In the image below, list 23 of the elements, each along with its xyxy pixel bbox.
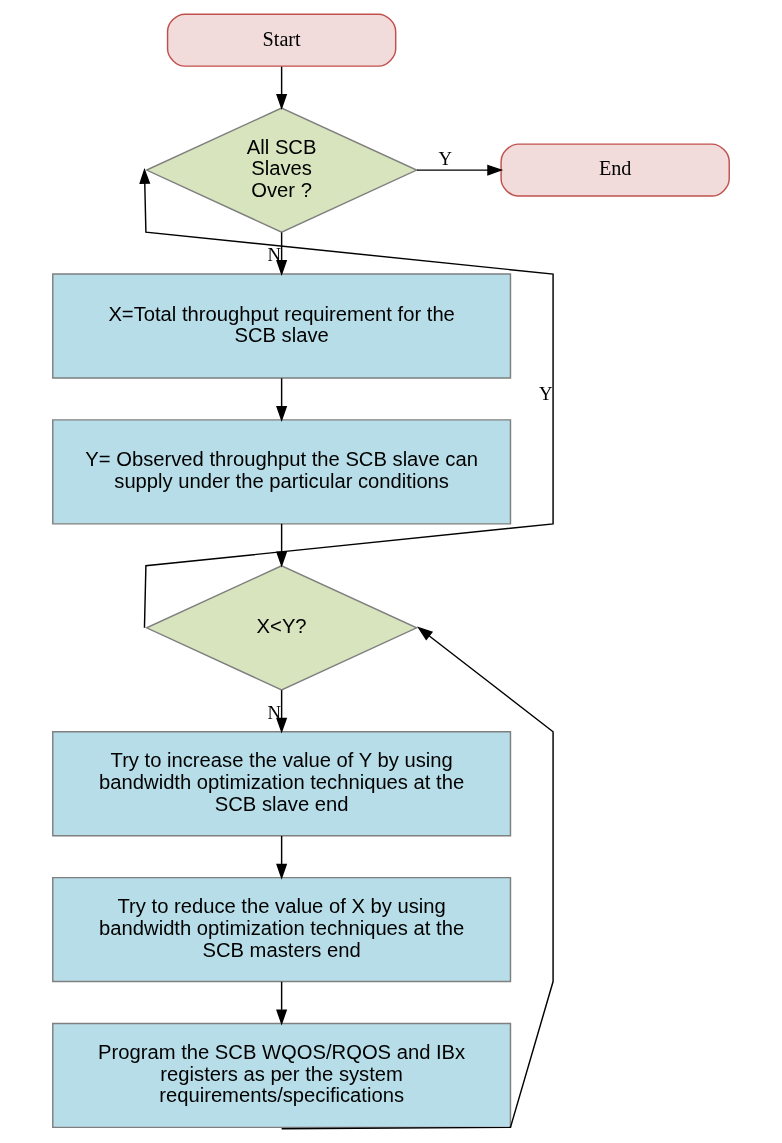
node-box: Try to increase the value of Y by using bandwidth optimization techniques at the SCB slave end: [52, 731, 512, 837]
node-box: Start: [166, 13, 397, 67]
edge-label: N: [267, 702, 282, 724]
node-diamond: All SCB Slaves Over ?: [144, 107, 419, 233]
node-box: X=Total throughput requirement for the SCB slave: [52, 273, 512, 379]
node-box: End: [500, 143, 730, 197]
node-box: Program the SCB WQOS/RQOS and IBx registers as per the system requirements/specifications: [52, 1022, 512, 1129]
arrow: [276, 231, 288, 276]
arrow: [276, 835, 288, 880]
arrow: [276, 689, 288, 734]
edge-label: Y: [438, 147, 452, 169]
edge-label: Y: [539, 383, 553, 405]
arrow: [276, 981, 288, 1026]
node-box: Y= Observed throughput the SCB slave can supply under the particular conditions: [52, 419, 512, 525]
arrow: [139, 167, 554, 629]
arrow: [276, 66, 288, 110]
arrow: [280, 626, 554, 1130]
arrow: [416, 164, 504, 176]
edge-label: N: [267, 244, 282, 266]
arrow: [276, 377, 288, 422]
node-box: Try to reduce the value of X by using bandwidth optimization techniques at the SCB masters end: [52, 876, 512, 983]
arrow: [276, 523, 288, 568]
node-diamond: X<Y?: [144, 564, 419, 691]
